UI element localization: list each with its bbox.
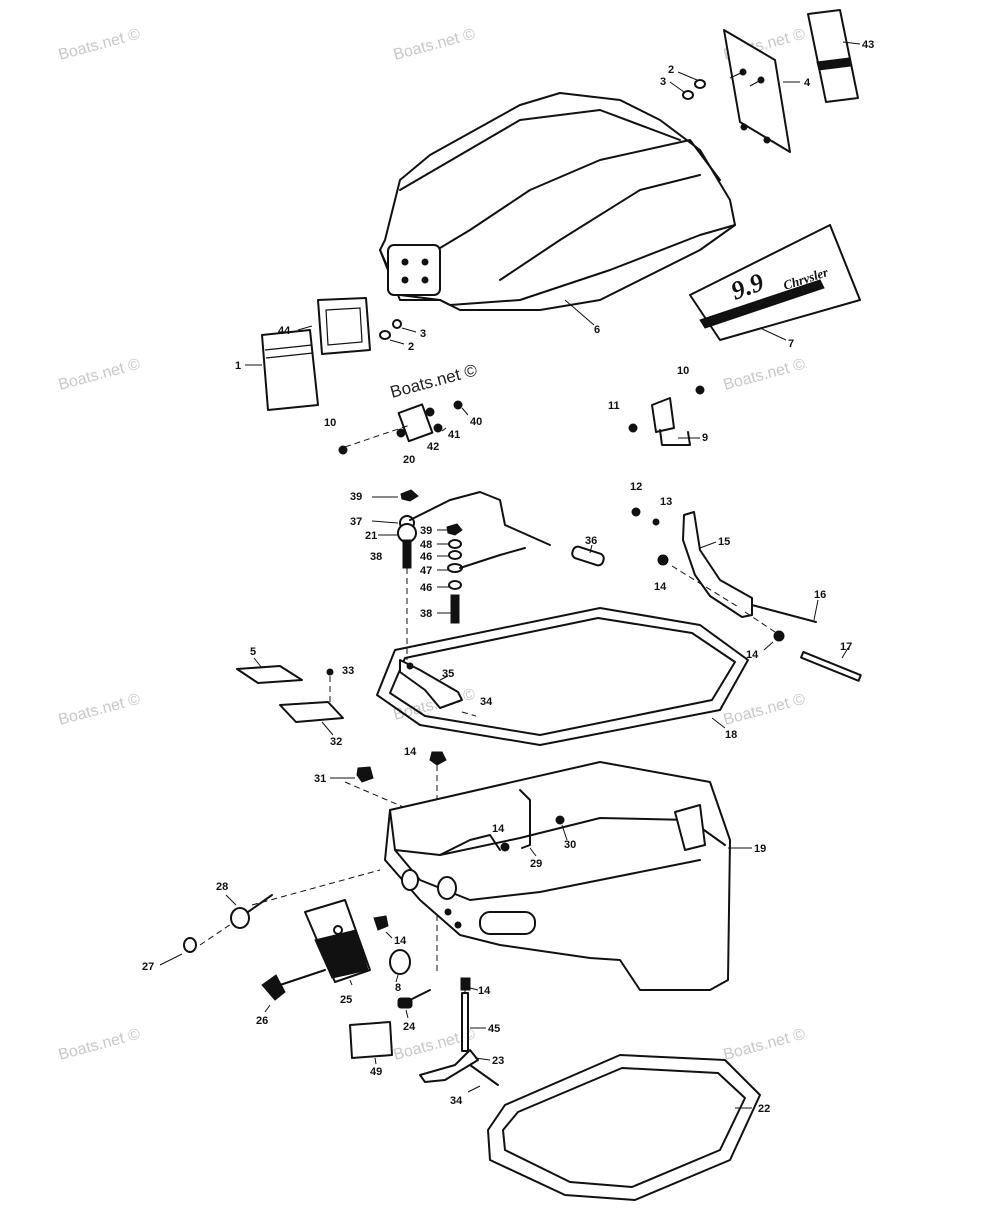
callout-42: 42: [427, 441, 439, 453]
plate-32: [279, 668, 344, 736]
callout-39: 39: [350, 491, 362, 503]
callout-49: 49: [370, 1066, 382, 1078]
callout-36: 36: [585, 535, 597, 547]
throttle-rod-36: [409, 491, 605, 567]
watermark: Boats.net ©: [722, 691, 808, 729]
callout-9: 9: [702, 432, 708, 444]
callout-45: 45: [488, 1023, 500, 1035]
callout-35: 35: [442, 668, 454, 680]
callout-17: 17: [840, 641, 852, 653]
callout-13: 13: [660, 496, 672, 508]
callout-28: 28: [216, 881, 228, 893]
callout-3: 3: [660, 76, 666, 88]
lever-23: [419, 977, 499, 1093]
plug-8-24-49: [349, 915, 431, 1065]
callout-22: 22: [758, 1103, 770, 1115]
watermark: Boats.net ©: [57, 1026, 143, 1064]
callout-39: 39: [420, 525, 432, 537]
watermark: Boats.net ©: [57, 691, 143, 729]
callout-15: 15: [718, 536, 730, 548]
callout-40: 40: [470, 416, 482, 428]
callout-10: 10: [324, 417, 336, 429]
label-plate-25: [304, 899, 371, 986]
watermark: Boats.net ©: [57, 26, 143, 64]
callout-14: 14: [492, 823, 505, 835]
callout-14: 14: [404, 746, 417, 758]
callout-10: 10: [677, 365, 689, 377]
bracket-9: [628, 385, 705, 446]
handle-26: [261, 969, 326, 1013]
callout-30: 30: [564, 839, 576, 851]
callout-18: 18: [725, 729, 737, 741]
callout-19: 19: [754, 843, 766, 855]
callout-5: 5: [250, 646, 256, 658]
watermark-dark: Boats.net ©: [388, 360, 479, 402]
callout-33: 33: [342, 665, 354, 677]
callout-24: 24: [403, 1021, 416, 1033]
callout-26: 26: [256, 1015, 268, 1027]
callout-34: 34: [480, 696, 493, 708]
callout-16: 16: [814, 589, 826, 601]
callout-34: 34: [450, 1095, 463, 1107]
callout-3: 3: [420, 328, 426, 340]
callout-11: 11: [608, 400, 620, 412]
callout-29: 29: [530, 858, 542, 870]
lever-15: [631, 507, 862, 682]
decal-43: [807, 9, 861, 103]
callout-21: 21: [365, 530, 377, 542]
front-plate-4: [723, 29, 800, 153]
callout-48: 48: [420, 539, 432, 551]
watermark: Boats.net ©: [722, 356, 808, 394]
callout-6: 6: [594, 324, 600, 336]
watermark: Boats.net ©: [722, 1026, 808, 1064]
callout-23: 23: [492, 1055, 504, 1067]
callout-32: 32: [330, 736, 342, 748]
washers-2-3-top: [669, 71, 706, 100]
callout-14: 14: [746, 649, 759, 661]
callout-4: 4: [804, 77, 811, 89]
callout-8: 8: [395, 982, 401, 994]
watermark: Boats.net ©: [57, 356, 143, 394]
linkage-stack-center: [437, 523, 526, 624]
callout-27: 27: [142, 961, 154, 973]
callout-1: 1: [235, 360, 241, 372]
callout-47: 47: [420, 565, 432, 577]
callout-44: 44: [278, 325, 291, 337]
callout-37: 37: [350, 516, 362, 528]
callout-20: 20: [403, 454, 415, 466]
plate-5: [236, 657, 303, 684]
callout-2: 2: [408, 341, 414, 353]
callout-31: 31: [314, 773, 326, 785]
nut-14-31: [330, 751, 447, 783]
watermark: Boats.net ©: [392, 26, 478, 64]
callout-38: 38: [420, 608, 432, 620]
callout-41: 41: [448, 429, 460, 441]
lower-pan-19: [384, 761, 752, 991]
gasket-22: [487, 1054, 761, 1201]
callout-46: 46: [420, 551, 432, 563]
callout-38: 38: [370, 551, 382, 563]
callout-14: 14: [654, 581, 667, 593]
latch-bracket-cluster: [338, 400, 469, 455]
engine-cover-6: [379, 92, 736, 326]
linkage-stack-left: [371, 489, 419, 660]
callout-43: 43: [862, 39, 874, 51]
callout-46: 46: [420, 582, 432, 594]
callout-2: 2: [668, 64, 674, 76]
seal-18: [376, 607, 749, 746]
window-44-decal-1: [245, 297, 417, 411]
callout-7: 7: [788, 338, 794, 350]
callout-labels: 43 4 2 3 6 7 44 1 3 2 10 11 9 10 40 41 4…: [142, 39, 874, 1115]
callout-25: 25: [340, 994, 352, 1006]
callout-14: 14: [394, 935, 407, 947]
lever-35: [399, 659, 477, 717]
knob-28-27: [159, 894, 273, 966]
callout-12: 12: [630, 481, 642, 493]
side-decal-7: 9.9 Chrysler: [689, 224, 861, 341]
callout-14: 14: [478, 985, 491, 997]
